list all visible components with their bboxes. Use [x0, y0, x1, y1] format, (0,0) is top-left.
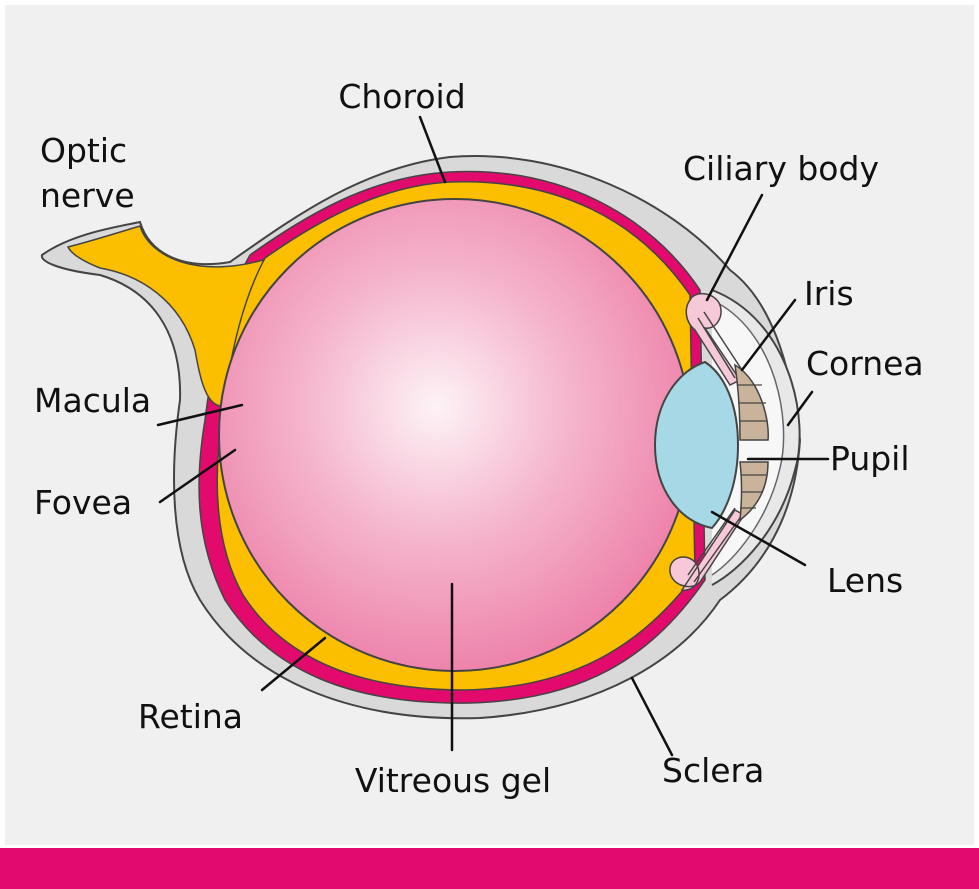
- sclera-leader: [632, 678, 672, 755]
- label-fovea: Fovea: [34, 483, 132, 522]
- label-ciliary-body: Ciliary body: [683, 149, 879, 188]
- label-cornea: Cornea: [806, 344, 924, 383]
- label-retina: Retina: [138, 697, 243, 736]
- label-choroid: Choroid: [338, 77, 465, 116]
- label-optic-nerve-line1: Optic: [40, 131, 127, 170]
- label-pupil: Pupil: [830, 439, 910, 478]
- label-optic-nerve-line2: nerve: [40, 176, 135, 215]
- label-macula: Macula: [34, 381, 151, 420]
- label-iris: Iris: [804, 274, 854, 313]
- vitreous-gel-shape: [219, 199, 691, 671]
- label-vitreous-gel: Vitreous gel: [355, 761, 551, 800]
- label-lens: Lens: [827, 561, 903, 600]
- label-sclera: Sclera: [662, 751, 764, 790]
